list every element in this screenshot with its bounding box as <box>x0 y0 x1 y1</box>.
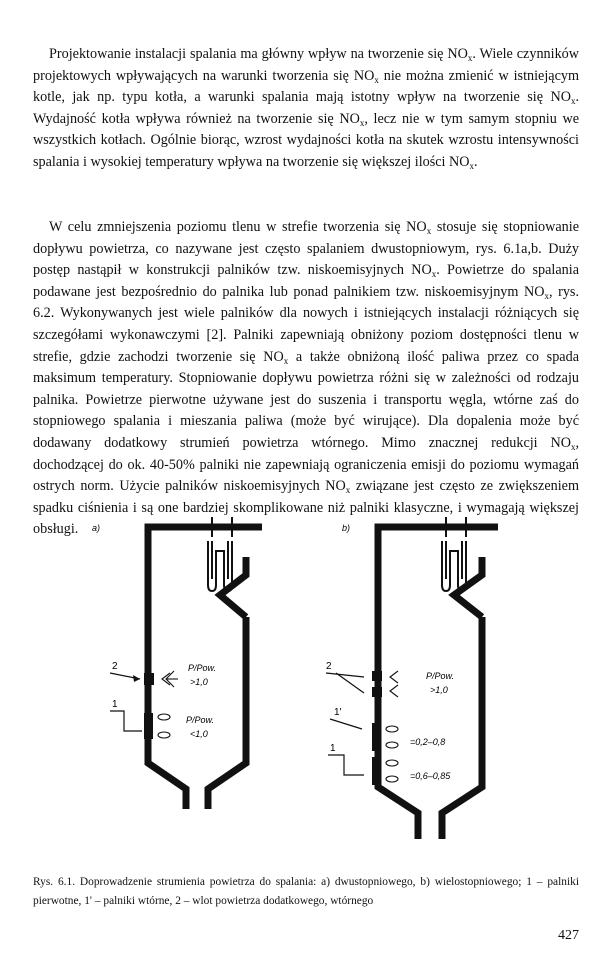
svg-text:=0,6–0,85: =0,6–0,85 <box>410 771 451 781</box>
panel-b-flame-icon <box>389 670 399 698</box>
panel-a-label: a) <box>92 523 100 533</box>
panel-b-label: b) <box>342 523 350 533</box>
panel-b: b) 2 P/Pow. >1,0 1' =0,2–0,8 <box>325 517 498 839</box>
paragraph-1: Projektowanie instalacji spalania ma głó… <box>33 46 580 171</box>
svg-text:>1,0: >1,0 <box>190 677 208 687</box>
panel-b-marker-1: 1 <box>330 743 336 754</box>
panel-a-boiler-outline <box>144 523 262 809</box>
svg-text:P/Pow.: P/Pow. <box>188 663 216 673</box>
panel-a-flame-icon <box>161 670 178 688</box>
panel-a-marker-1: 1 <box>112 699 118 710</box>
svg-text:>1,0: >1,0 <box>430 685 448 695</box>
page-number: 427 <box>558 928 579 943</box>
boiler-air-staging-figure: a) 2 P/Pow. >1,0 1 <box>92 517 498 839</box>
panel-a-superheater <box>207 517 233 593</box>
panel-a-flame-icon-lower <box>157 713 171 739</box>
panel-b-marker-2: 2 <box>326 661 332 672</box>
panel-a-air-inlet <box>144 673 154 685</box>
panel-b-marker-1prime: 1' <box>334 707 342 718</box>
svg-text:P/Pow.: P/Pow. <box>186 715 214 725</box>
panel-a: a) 2 P/Pow. >1,0 1 <box>92 517 262 809</box>
figure-caption: Rys. 6.1. Doprowadzenie strumienia powie… <box>33 876 579 907</box>
panel-b-boiler-outline <box>374 523 498 839</box>
panel-a-marker-2: 2 <box>112 661 118 672</box>
svg-text:<1,0: <1,0 <box>190 729 208 739</box>
panel-b-superheater <box>441 517 467 593</box>
panel-a-primary-burners <box>144 713 153 739</box>
paragraph-2: W celu zmniejszenia poziomu tlenu w stre… <box>33 219 580 538</box>
svg-text:P/Pow.: P/Pow. <box>426 671 454 681</box>
svg-text:=0,2–0,8: =0,2–0,8 <box>410 737 445 747</box>
